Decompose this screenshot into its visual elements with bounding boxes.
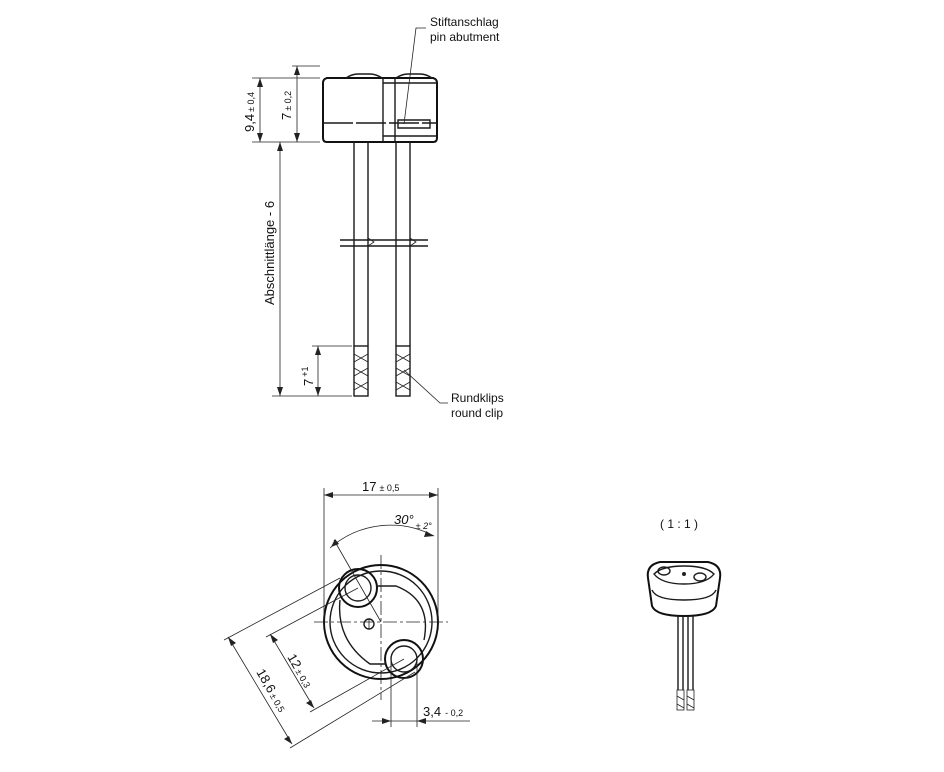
callout-round-clip-en: round clip: [451, 406, 503, 420]
svg-text:17± 0,5: 17± 0,5: [362, 479, 399, 494]
dim-diagonal-tol: ± 0,5: [268, 692, 287, 714]
top-view: 17± 0,5 30°± 2° 18,6± 0,5 12± 0,3: [223, 479, 470, 749]
socket-outline-top: [314, 555, 448, 700]
dim-body-height-value: 7: [279, 113, 294, 120]
dim-angle-tol: ± 2°: [416, 521, 432, 531]
dim-strip-tol: +1: [300, 367, 310, 377]
callout-pin-abutment: Stiftanschlag pin abutment: [403, 15, 500, 125]
dim-hole: 3,4 - 0,2: [372, 659, 470, 727]
dim-body-height: 7 ± 0,2: [279, 65, 320, 142]
callout-round-clip-de: Rundklips: [451, 391, 504, 405]
svg-text:3,4- 0,2: 3,4 - 0,2: [423, 704, 463, 719]
dim-diagonal-value: 18,6: [253, 666, 279, 695]
dim-strip-value: 7: [301, 379, 316, 386]
dim-hole-value: 3,4: [423, 704, 441, 719]
dim-angle-value: 30°: [394, 512, 414, 527]
dim-angle: 30°± 2°: [329, 512, 435, 623]
housing-side: [322, 73, 438, 143]
dim-width: 17± 0,5: [323, 479, 439, 622]
callout-round-clip: Rundklips round clip: [403, 369, 504, 420]
iso-view: ( 1 : 1 ): [646, 517, 722, 711]
svg-text:7+1: 7+1: [300, 367, 316, 387]
dim-width-value: 17: [362, 479, 376, 494]
svg-text:9,4± 0,4: 9,4 ± 0,4: [242, 92, 257, 132]
dim-body-height-tol: ± 0,2: [283, 91, 293, 111]
socket-iso: [646, 561, 722, 711]
dim-strip-length: 7+1: [300, 345, 352, 396]
dim-total-height-value: 9,4: [242, 114, 257, 132]
svg-text:7± 0,2: 7 ± 0,2: [279, 91, 294, 120]
dim-cut-length: Abschnittlänge - 6: [262, 142, 352, 397]
dim-total-height-tol: ± 0,4: [246, 92, 256, 112]
dim-hole-tol: - 0,2: [445, 708, 463, 718]
dim-cut-length-label: Abschnittlänge - 6: [262, 201, 277, 305]
callout-pin-abutment-en: pin abutment: [430, 30, 500, 44]
round-clips: [353, 345, 411, 397]
dim-total-height: 9,4 ± 0,4: [242, 77, 320, 143]
dim-width-tol: ± 0,5: [379, 483, 399, 493]
svg-text:18,6± 0,5: 18,6± 0,5: [253, 666, 290, 714]
callout-pin-abutment-de: Stiftanschlag: [430, 15, 499, 29]
lead-wires: [340, 142, 428, 346]
scale-label: ( 1 : 1 ): [660, 517, 698, 531]
side-view: 9,4± 0,4 7± 0,2 Abschnittlänge - 6 7+1: [242, 15, 504, 420]
svg-text:30°± 2°: 30°± 2°: [394, 512, 432, 531]
dim-pitch-value: 12: [284, 651, 304, 671]
